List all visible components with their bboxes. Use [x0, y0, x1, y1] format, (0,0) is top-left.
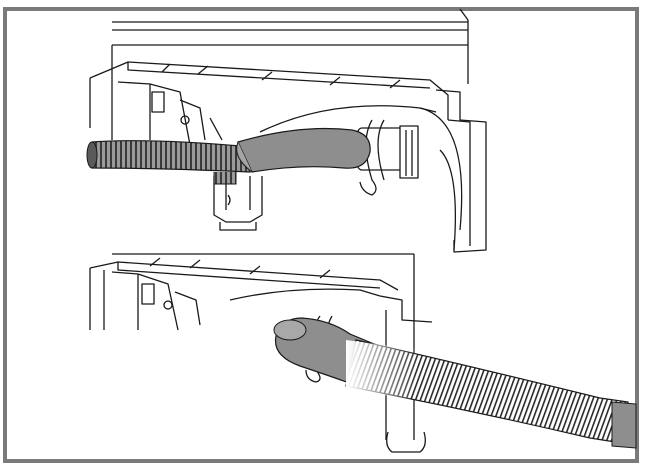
top-corrugated-hose: [86, 140, 251, 185]
bottom-corrugated-hose: [345, 339, 637, 449]
top-panel: [89, 8, 487, 253]
top-hose-sleeve: [236, 127, 371, 173]
figure-frame: [3, 7, 639, 463]
